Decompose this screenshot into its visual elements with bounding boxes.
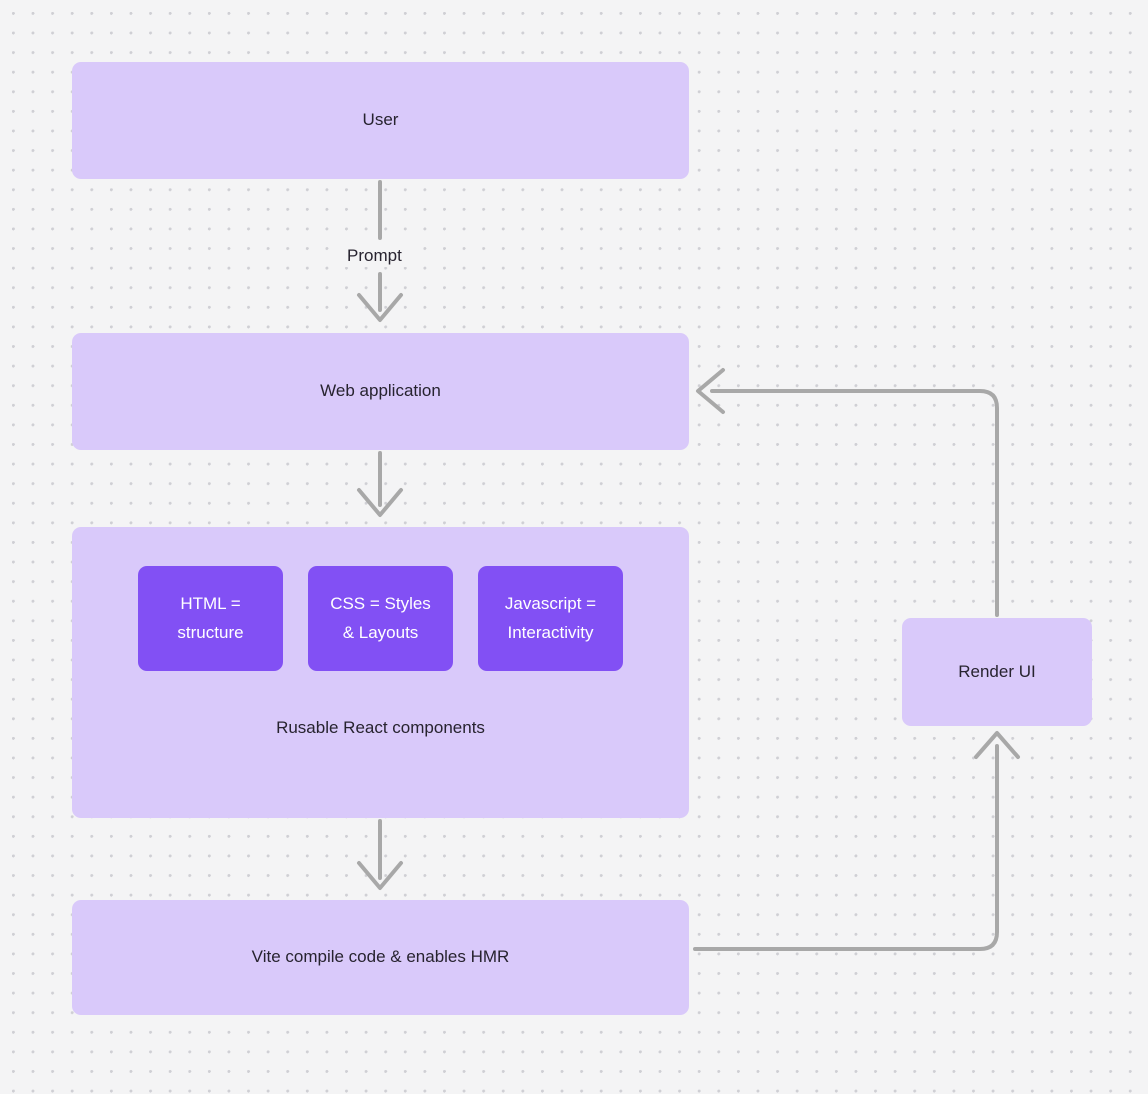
node-web-application[interactable]: Web application — [72, 333, 689, 450]
chip-css-label: CSS = Styles & Layouts — [330, 590, 431, 648]
edge-vite-to-render — [693, 731, 1020, 951]
node-user[interactable]: User — [72, 62, 689, 179]
chip-javascript-label: Javascript = Interactivity — [505, 590, 596, 648]
node-render-ui[interactable]: Render UI — [902, 618, 1092, 726]
node-react-components-label: Rusable React components — [276, 718, 485, 737]
node-render-ui-label: Render UI — [958, 661, 1036, 681]
chip-html[interactable]: HTML = structure — [138, 566, 283, 671]
chip-css-line2: & Layouts — [342, 622, 419, 642]
edge-label-prompt: Prompt — [342, 245, 407, 267]
node-react-components[interactable]: HTML = structure CSS = Styles & Layouts … — [72, 527, 689, 818]
chip-css-line1: CSS = Styles — [330, 593, 431, 613]
chip-javascript-line2: Interactivity — [507, 622, 594, 642]
chip-html-label: HTML = structure — [177, 590, 243, 648]
node-vite[interactable]: Vite compile code & enables HMR — [72, 900, 689, 1015]
chip-html-line1: HTML = — [180, 593, 241, 613]
chip-row: HTML = structure CSS = Styles & Layouts … — [72, 566, 689, 671]
node-web-application-label: Web application — [320, 381, 441, 401]
chip-javascript[interactable]: Javascript = Interactivity — [478, 566, 623, 671]
edge-webapp-to-components — [357, 451, 403, 517]
node-user-label: User — [362, 110, 399, 130]
edge-render-to-webapp — [696, 368, 999, 617]
chip-css[interactable]: CSS = Styles & Layouts — [308, 566, 453, 671]
node-vite-label: Vite compile code & enables HMR — [251, 947, 510, 967]
chip-html-line2: structure — [177, 622, 244, 642]
edge-components-to-vite — [357, 819, 403, 890]
chip-javascript-line1: Javascript = — [504, 593, 597, 613]
